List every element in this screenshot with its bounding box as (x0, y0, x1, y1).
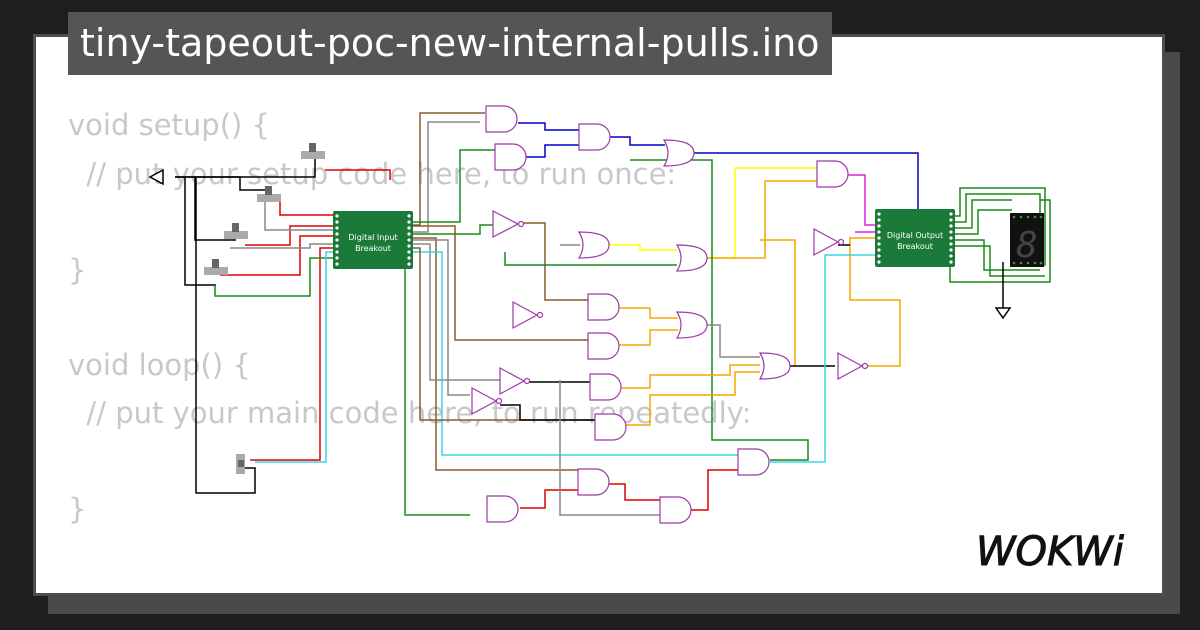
not-gate[interactable] (492, 210, 520, 238)
seven-segment-display[interactable]: 8 (1010, 213, 1044, 267)
and-gate[interactable] (737, 448, 770, 476)
slide-switch[interactable] (236, 454, 245, 474)
not-gate[interactable] (837, 351, 864, 381)
project-title: tiny-tapeout-poc-new-internal-pulls.ino (68, 12, 832, 75)
code-line: } (68, 492, 87, 526)
not-gate-bubble (861, 362, 869, 370)
not-gate[interactable] (813, 227, 840, 257)
and-gate[interactable] (577, 468, 610, 496)
and-gate[interactable] (816, 160, 849, 188)
and-gate[interactable] (494, 143, 527, 171)
not-gate-bubble (837, 238, 845, 246)
and-gate[interactable] (578, 123, 611, 151)
not-gate-bubble (495, 397, 503, 405)
and-gate[interactable] (659, 496, 692, 524)
slide-switch[interactable] (301, 143, 325, 159)
code-line: void setup() { (68, 108, 270, 142)
slide-switch[interactable] (224, 223, 248, 239)
and-gate[interactable] (486, 495, 519, 523)
and-gate[interactable] (587, 293, 620, 321)
slide-switch[interactable] (204, 259, 228, 275)
input-breakout-label: Breakout (355, 244, 391, 253)
not-gate-bubble (523, 377, 531, 385)
or-gate[interactable] (577, 231, 610, 259)
not-gate-bubble (517, 220, 525, 228)
wokwi-logo-icon: WOKWi (976, 529, 1124, 576)
digital-input-breakout[interactable]: Digital Input Breakout (333, 211, 413, 269)
and-gate[interactable] (587, 332, 620, 360)
slide-switch[interactable] (257, 186, 281, 202)
or-gate[interactable] (662, 139, 695, 167)
not-gate[interactable] (499, 366, 526, 396)
and-gate[interactable] (485, 105, 518, 133)
output-breakout-label: Breakout (897, 242, 933, 251)
seven-segment-digit: 8 (1016, 225, 1038, 266)
input-breakout-label: Digital Input (348, 233, 397, 242)
input-arrow-icon (148, 168, 164, 186)
code-line: // put your setup code here, to run once… (68, 157, 677, 191)
code-line: void loop() { (68, 348, 251, 382)
not-gate[interactable] (471, 386, 498, 416)
code-line: } (68, 253, 87, 287)
ground-icon (994, 307, 1012, 320)
brand-name: WOKWi (976, 529, 1124, 575)
or-gate[interactable] (758, 352, 791, 380)
or-gate[interactable] (675, 311, 708, 339)
and-gate[interactable] (589, 373, 622, 401)
not-gate-bubble (536, 311, 544, 319)
and-gate[interactable] (594, 413, 627, 441)
not-gate[interactable] (512, 300, 539, 330)
or-gate[interactable] (675, 244, 708, 272)
digital-output-breakout[interactable]: Digital Output Breakout (875, 209, 955, 267)
output-breakout-label: Digital Output (887, 231, 943, 240)
